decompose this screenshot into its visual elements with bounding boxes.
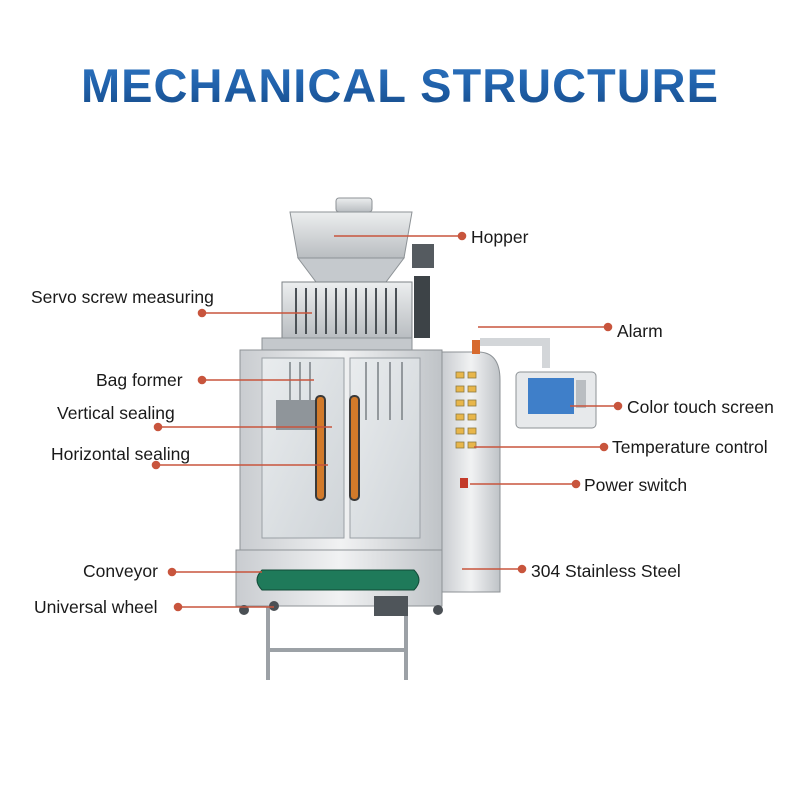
leader-hopper [334,231,467,241]
servo-screw-unit [261,276,430,353]
label-alarm: Alarm [617,321,663,341]
page-title: MECHANICAL STRUCTURE [0,58,800,113]
leader-bag-former [197,375,314,385]
leader-alarm [478,322,613,332]
leader-temperature [474,442,609,452]
label-universal-wheel: Universal wheel [34,597,158,617]
leader-power-switch [470,479,581,489]
leader-horizontal-sealing [151,460,328,470]
label-color-touch-screen: Color touch screen [627,397,774,417]
leader-servo [197,308,312,318]
main-cabinet [239,349,443,551]
leader-conveyor [167,567,262,577]
label-horizontal-sealing: Horizontal sealing [51,444,191,464]
touch-screen-panel [515,371,597,429]
control-column [441,338,550,593]
leader-universal-wheel [173,602,274,612]
wheels [239,601,443,615]
label-temperature-control: Temperature control [612,437,768,457]
label-servo-screw-measuring: Servo screw measuring [31,287,214,307]
label-bag-former: Bag former [96,370,183,390]
label-conveyor: Conveyor [83,561,158,581]
label-power-switch: Power switch [584,475,688,495]
hopper-part [289,197,434,283]
label-stainless-steel: 304 Stainless Steel [531,561,681,581]
leader-stainless-steel [462,564,527,574]
label-vertical-sealing: Vertical sealing [57,403,175,423]
leader-vertical-sealing [153,422,332,432]
leader-touch-screen [570,401,623,411]
conveyor-belt [256,569,420,591]
label-hopper: Hopper [471,227,529,247]
